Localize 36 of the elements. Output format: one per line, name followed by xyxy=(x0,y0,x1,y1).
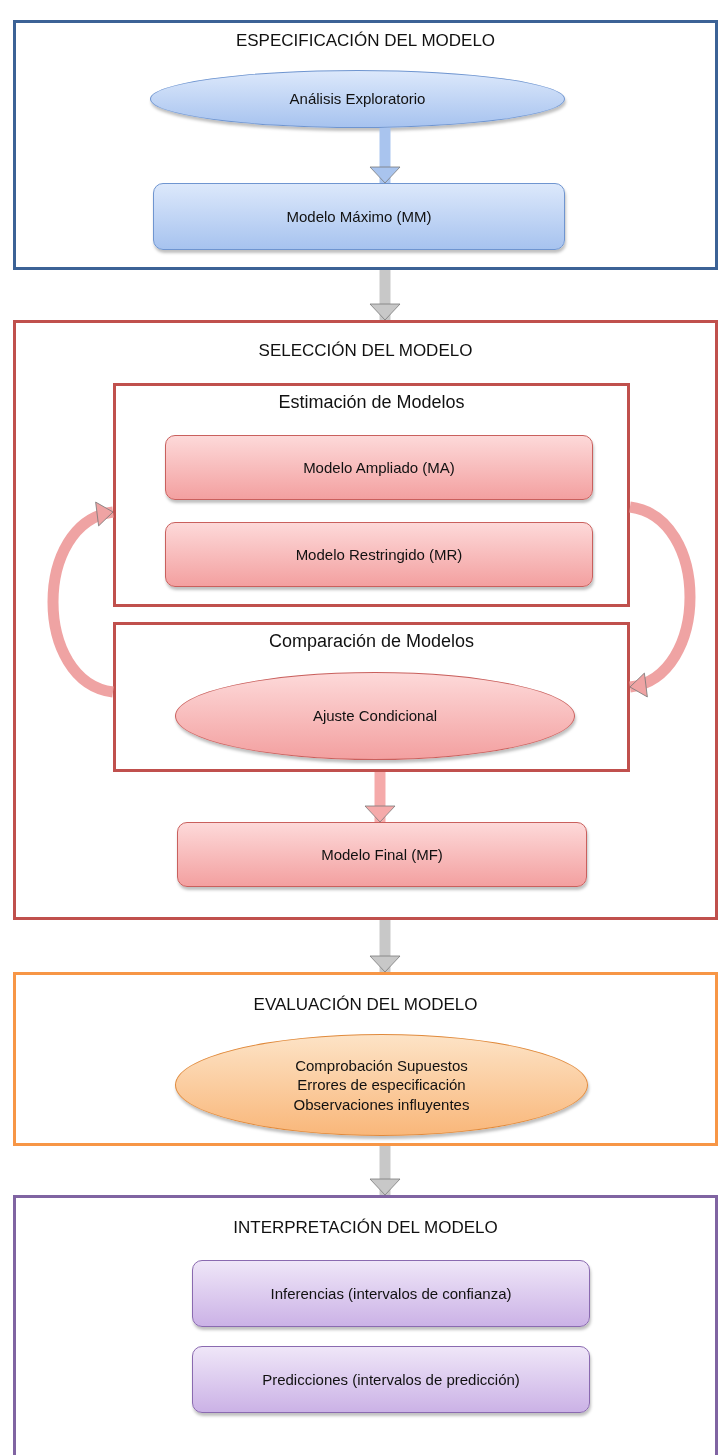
box-label: Inferencias (intervalos de confianza) xyxy=(270,1283,512,1304)
process-box xyxy=(153,183,565,250)
stage-panel xyxy=(13,320,718,920)
box-label: Comprobación Supuestos xyxy=(295,1055,468,1076)
box-label: Observaciones influyentes xyxy=(293,1094,470,1115)
block-arrow xyxy=(369,920,401,973)
box-label: Modelo Ampliado (MA) xyxy=(303,457,455,478)
stage-panel xyxy=(13,1195,718,1455)
box-label: Modelo Final (MF) xyxy=(321,844,443,865)
group-box xyxy=(113,383,630,607)
stage-panel xyxy=(13,20,718,270)
stage-title: SELECCIÓN DEL MODELO xyxy=(257,341,474,361)
box-label: Modelo Restringido (MR) xyxy=(295,544,463,565)
curved-arrow xyxy=(628,501,696,695)
group-box xyxy=(113,622,630,772)
box-label: Errores de especificación xyxy=(297,1075,466,1095)
block-arrow xyxy=(369,270,401,321)
curved-arrow xyxy=(47,504,115,698)
process-box xyxy=(192,1260,590,1327)
group-title: Estimación de Modelos xyxy=(277,392,466,413)
box-label: Análisis Exploratorio xyxy=(289,89,426,109)
stage-panel xyxy=(13,972,718,1146)
process-box xyxy=(165,522,593,587)
block-arrow xyxy=(364,772,396,823)
process-box xyxy=(177,822,587,887)
stage-title: INTERPRETACIÓN DEL MODELO xyxy=(232,1218,499,1238)
stage-title: ESPECIFICACIÓN DEL MODELO xyxy=(234,31,497,51)
block-arrow xyxy=(369,1146,401,1196)
box-label: Modelo Máximo (MM) xyxy=(286,206,432,227)
process-box xyxy=(192,1346,590,1413)
box-label: Ajuste Condicional xyxy=(312,706,438,726)
box-label: Predicciones (intervalos de predicción) xyxy=(262,1369,520,1390)
process-box xyxy=(165,435,593,500)
group-title: Comparación de Modelos xyxy=(267,631,476,652)
block-arrow xyxy=(369,128,401,184)
stage-title: EVALUACIÓN DEL MODELO xyxy=(252,995,479,1015)
